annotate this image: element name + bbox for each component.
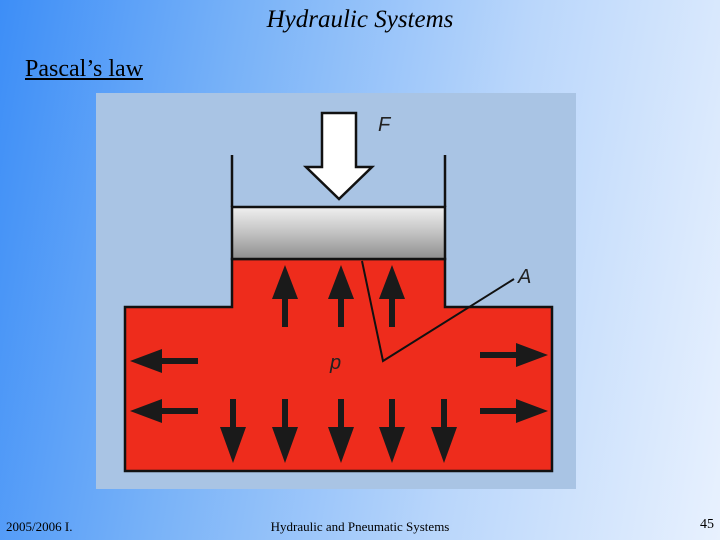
right-arrow-2-head bbox=[516, 399, 548, 423]
down-arrow-4-head bbox=[379, 427, 405, 463]
force-arrow bbox=[302, 111, 376, 201]
slide-subtitle: Pascal’s law bbox=[25, 56, 143, 82]
right-arrow-1-head bbox=[516, 343, 548, 367]
area-label: A bbox=[517, 266, 531, 288]
leftward-pressure-arrows bbox=[130, 349, 198, 423]
up-arrow-3-head bbox=[379, 265, 405, 299]
area-pointer-line bbox=[361, 260, 515, 363]
left-arrow-2-head bbox=[130, 399, 162, 423]
up-arrow-1-head bbox=[272, 265, 298, 299]
piston bbox=[230, 205, 447, 261]
down-arrow-5-shaft bbox=[441, 399, 447, 431]
page-number: 45 bbox=[700, 517, 714, 532]
down-arrow-1-shaft bbox=[230, 399, 236, 431]
down-arrow-1-head bbox=[220, 427, 246, 463]
rightward-pressure-arrows bbox=[480, 343, 548, 423]
pascal-law-diagram: F A p bbox=[96, 93, 576, 489]
up-arrow-3-shaft bbox=[389, 297, 395, 327]
left-arrow-1-shaft bbox=[158, 358, 198, 364]
upward-pressure-arrows bbox=[272, 265, 405, 327]
down-arrow-4-shaft bbox=[389, 399, 395, 431]
down-arrow-3-shaft bbox=[338, 399, 344, 431]
down-arrow-2-head bbox=[272, 427, 298, 463]
footer-year: 2005/2006 I. bbox=[6, 519, 73, 534]
down-arrow-3-head bbox=[328, 427, 354, 463]
slide-title: Hydraulic Systems bbox=[266, 6, 454, 33]
up-arrow-1-shaft bbox=[282, 297, 288, 327]
diagram-canvas: F A p bbox=[96, 93, 576, 489]
down-arrow-2-shaft bbox=[282, 399, 288, 431]
up-arrow-2-head bbox=[328, 265, 354, 299]
pressure-label: p bbox=[329, 352, 341, 374]
right-arrow-2-shaft bbox=[480, 408, 520, 414]
downward-pressure-arrows bbox=[220, 399, 457, 463]
left-arrow-2-shaft bbox=[158, 408, 198, 414]
footer-course-title: Hydraulic and Pneumatic Systems bbox=[270, 519, 450, 534]
up-arrow-2-shaft bbox=[338, 297, 344, 327]
right-arrow-1-shaft bbox=[480, 352, 520, 358]
down-arrow-5-head bbox=[431, 427, 457, 463]
force-label: F bbox=[378, 114, 392, 136]
left-arrow-1-head bbox=[130, 349, 162, 373]
